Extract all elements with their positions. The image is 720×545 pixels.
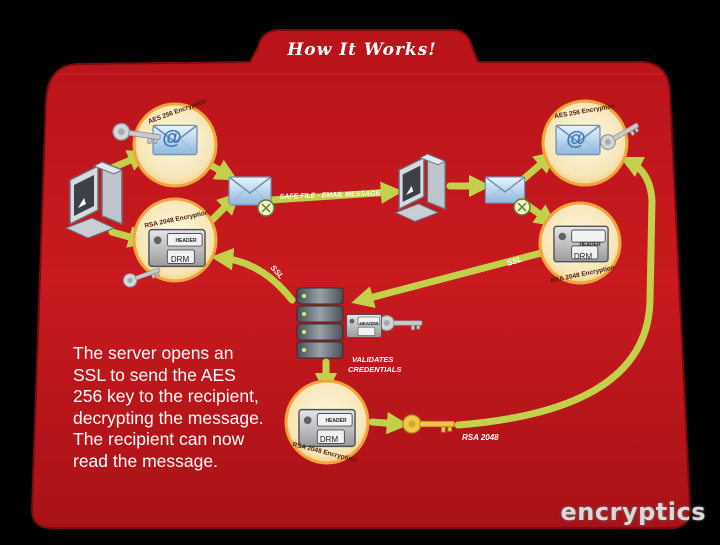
rsa-key-label: RSA 2048 (462, 433, 499, 442)
badge-rsa-bottom: HEADER DRM RSA 2048 Encryption (284, 379, 370, 465)
safe-file-label: SAFE FILE - EMAIL MESSAGE (280, 190, 381, 201)
badge-aes-top-right: @ AES 256 Encryption (541, 99, 629, 187)
header-text-2: HEADER (579, 242, 601, 248)
header-text-1: HEADER (175, 238, 197, 244)
validates-line-1: VALIDATES (352, 355, 393, 364)
badge-rsa-top-left: RSA 2048 Encryption HEADER DRM (132, 197, 218, 283)
caption-line: read the message. (73, 450, 218, 471)
drm-text-1: DRM (171, 255, 190, 264)
caption-line: The server opens an (73, 343, 234, 363)
header-text-4: HEADER (359, 321, 379, 326)
caption-line: The recipient can now (73, 429, 245, 449)
brand-logo: encryptics (560, 498, 706, 526)
caption-line: SSL to send the AES (73, 364, 236, 385)
server-header-box: HEADER (346, 314, 382, 338)
drm-text-3: DRM (320, 435, 339, 444)
drm-text-2: DRM (574, 252, 593, 261)
page-title: How It Works! (286, 40, 437, 60)
caption-line: 256 key to the recipient, (73, 386, 259, 406)
locked-envelope-right (484, 176, 531, 216)
locked-envelope-left (228, 176, 275, 217)
at-sign-icon: @ (566, 128, 586, 150)
header-text-3: HEADER (325, 418, 347, 424)
caption-line: decrypting the message. (73, 407, 264, 428)
validates-line-2: CREDENTIALS (348, 365, 401, 374)
server-icon (296, 287, 344, 359)
badge-rsa-right: HEADER DRM RSA 2048 Encryption (538, 201, 622, 285)
description-caption: The server opens an SSL to send the AES … (73, 343, 323, 472)
at-sign-icon: @ (162, 127, 182, 149)
